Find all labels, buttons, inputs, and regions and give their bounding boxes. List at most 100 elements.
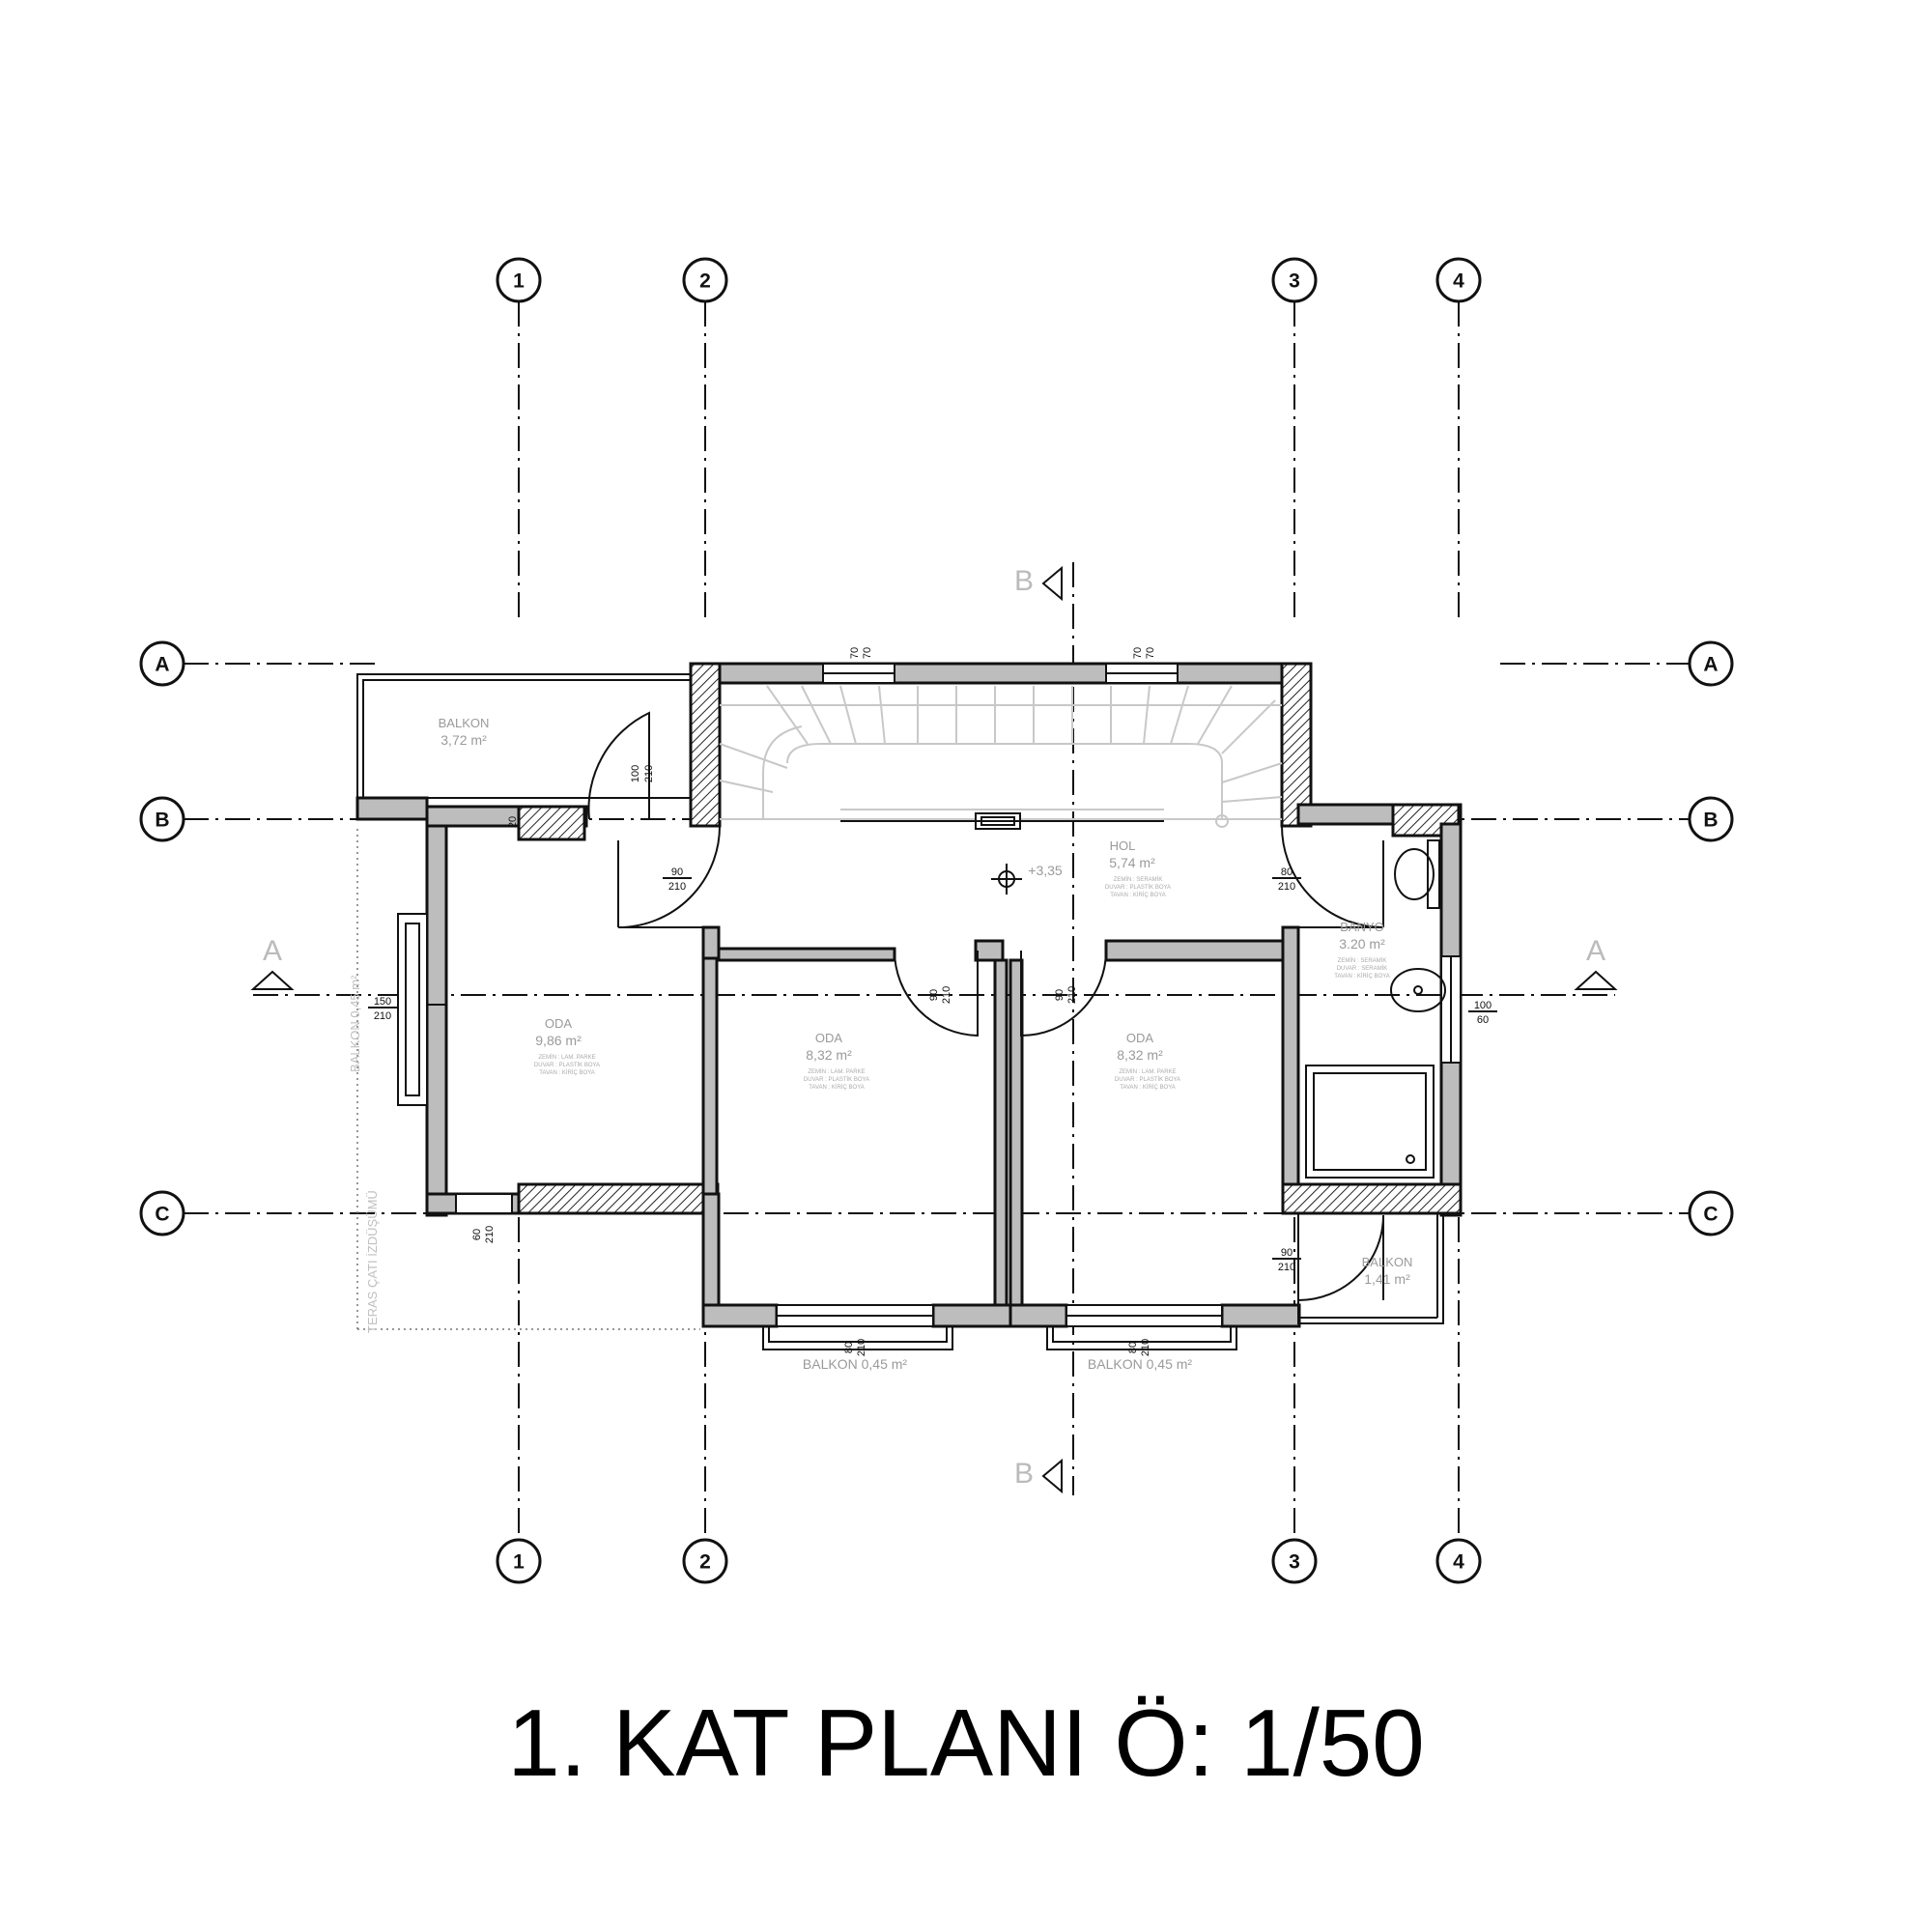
axis-label-3-bottom: 3 xyxy=(1289,1551,1300,1574)
dim-window-top-right-b: 70 xyxy=(1145,647,1156,659)
column-stair-left xyxy=(689,662,722,828)
room-labels: BALKON 3,72 m² HOL 5,74 m² ZEMİN : SERAM… xyxy=(439,716,1413,1372)
staircase xyxy=(719,685,1283,830)
axis-bubble-C-left xyxy=(139,1190,185,1236)
room-name-oda-left: ODA xyxy=(545,1016,573,1031)
wall-room-divider-a xyxy=(993,958,1009,1307)
wall-mid-left-south-a xyxy=(701,1303,779,1328)
window-left-room-south xyxy=(455,1193,513,1214)
wall-corridor-south-right xyxy=(1104,939,1285,962)
dim-window-top-left-a: 70 xyxy=(849,647,861,659)
dim-window-south-left-a: 60 xyxy=(471,1229,483,1240)
dim-window-left-b: 210 xyxy=(374,1010,391,1022)
level-label: +3,35 xyxy=(1028,863,1063,878)
wall-corridor-stub-left xyxy=(974,939,1005,962)
axis-bubble-3-top xyxy=(1271,257,1318,303)
walls xyxy=(355,662,1463,1350)
dim-window-top-right-a: 70 xyxy=(1132,647,1144,659)
dimension-tags: 70 70 70 70 100 210 20 90 210 80 210 90 … xyxy=(368,647,1497,1356)
axis-bubble-2-top xyxy=(682,257,728,303)
room-note-oda-right-3: TAVAN : KİRİÇ BOYA xyxy=(1120,1084,1176,1091)
axis-label-A-left: A xyxy=(155,654,169,676)
dim-door-mid-left-a: 90 xyxy=(928,989,940,1001)
room-note-oda-left-3: TAVAN : KİRİÇ BOYA xyxy=(539,1069,595,1076)
axis-bubble-B-left xyxy=(139,796,185,842)
wall-corridor-left xyxy=(701,925,721,960)
axis-bubbles: 1 2 3 4 1 2 3 4 A A B B C C xyxy=(139,257,1734,1584)
dim-door-left-b: 210 xyxy=(668,881,686,893)
dim-window-left-a: 150 xyxy=(374,996,391,1008)
section-arrow-B-bottom xyxy=(1041,1458,1063,1494)
room-name-banyo: BANYO xyxy=(1340,920,1384,934)
door-right-balcony xyxy=(1297,1214,1384,1301)
room-note-oda-mid-1: ZEMİN : LAM. PARKE xyxy=(808,1068,865,1075)
room-note-hol-1: ZEMİN : SERAMİK xyxy=(1114,876,1163,883)
axis-label-2-bottom: 2 xyxy=(699,1551,711,1574)
wall-top-hall xyxy=(689,662,1313,685)
shower-tray xyxy=(1305,1065,1435,1179)
axis-label-1-top: 1 xyxy=(513,270,525,293)
dim-door-left-a: 90 xyxy=(671,867,683,878)
axis-bubble-4-top xyxy=(1435,257,1482,303)
wall-mid-left-south-b xyxy=(931,1303,1012,1328)
room-note-oda-left-2: DUVAR : PLASTİK BOYA xyxy=(534,1062,600,1068)
level-marker: +3,35 xyxy=(991,863,1063,895)
axis-label-4-bottom: 4 xyxy=(1453,1551,1464,1574)
room-note-oda-right-1: ZEMİN : LAM. PARKE xyxy=(1119,1068,1176,1075)
room-note-oda-left-1: ZEMİN : LAM. PARKE xyxy=(538,1054,595,1061)
axis-bubble-C-right xyxy=(1688,1190,1734,1236)
axis-label-B-left: B xyxy=(155,810,169,832)
door-mid-left xyxy=(894,950,979,1037)
dim-window-south-left-b: 210 xyxy=(484,1226,496,1243)
terrace-projection: TERAS ÇATI İZDÜŞÜMÜ BALKON 0,45 m² xyxy=(348,829,700,1333)
dim-door-mid-right-b: 210 xyxy=(1066,986,1078,1004)
axis-bubble-A-left xyxy=(139,640,185,687)
room-note-banyo-1: ZEMİN : SERAMİK xyxy=(1338,957,1387,964)
dim-balcony-left-a: 80 xyxy=(843,1342,855,1353)
axis-bubble-1-bottom xyxy=(496,1538,542,1584)
axis-label-C-left: C xyxy=(155,1204,169,1226)
axis-bubble-A-right xyxy=(1688,640,1734,687)
room-name-balkon-right: BALKON xyxy=(1362,1255,1413,1269)
washbasin xyxy=(1390,968,1446,1012)
room-note-hol-2: DUVAR : PLASTİK BOYA xyxy=(1105,884,1171,891)
axis-label-3-top: 3 xyxy=(1289,270,1300,293)
room-name-oda-right: ODA xyxy=(1126,1031,1154,1045)
column-stair-right xyxy=(1280,662,1313,828)
terrace-projection-label: TERAS ÇATI İZDÜŞÜMÜ xyxy=(365,1190,380,1333)
dim-door-balcony-b: 210 xyxy=(643,765,655,782)
bay-window-left xyxy=(397,913,428,1106)
section-label-A-right: A xyxy=(1586,935,1605,967)
room-area-balkon-top: 3,72 m² xyxy=(440,732,487,748)
room-note-banyo-3: TAVAN : KİRİÇ BOYA xyxy=(1334,973,1390,980)
room-area-banyo: 3.20 m² xyxy=(1339,936,1385,952)
section-arrow-B-top xyxy=(1041,565,1063,602)
dim-balcony-right-a: 80 xyxy=(1127,1342,1139,1353)
section-arrow-A-left xyxy=(250,970,295,990)
column-left-room xyxy=(517,805,586,841)
dim-door-bath-a: 80 xyxy=(1281,867,1293,878)
section-label-B-bottom: B xyxy=(1014,1458,1034,1490)
room-area-oda-right: 8,32 m² xyxy=(1117,1047,1163,1063)
side-balcony-label: BALKON 0,45 m² xyxy=(348,975,362,1072)
section-label-A-left: A xyxy=(263,935,282,967)
bath-fixtures xyxy=(1305,839,1446,1179)
dim-balcony-right-b: 210 xyxy=(1140,1339,1151,1356)
room-name-balkon-top: BALKON xyxy=(439,716,490,730)
balcony-small-left-label: BALKON 0,45 m² xyxy=(803,1356,907,1372)
axis-label-C-right: C xyxy=(1703,1204,1718,1226)
beam-left-room-south xyxy=(517,1182,720,1215)
axis-label-2-top: 2 xyxy=(699,270,711,293)
axis-bubble-4-bottom xyxy=(1435,1538,1482,1584)
axis-label-4-top: 4 xyxy=(1453,270,1464,293)
door-top-balcony xyxy=(587,711,650,820)
section-markers: B B A A xyxy=(250,565,1618,1494)
dim-20: 20 xyxy=(507,816,519,828)
room-name-hol: HOL xyxy=(1110,838,1136,853)
axis-label-1-bottom: 1 xyxy=(513,1551,525,1574)
wall-mid-right-south-b xyxy=(1220,1303,1301,1328)
room-note-oda-mid-3: TAVAN : KİRİÇ BOYA xyxy=(809,1084,865,1091)
toilet xyxy=(1394,848,1435,900)
balcony-small-right-label: BALKON 0,45 m² xyxy=(1088,1356,1192,1372)
